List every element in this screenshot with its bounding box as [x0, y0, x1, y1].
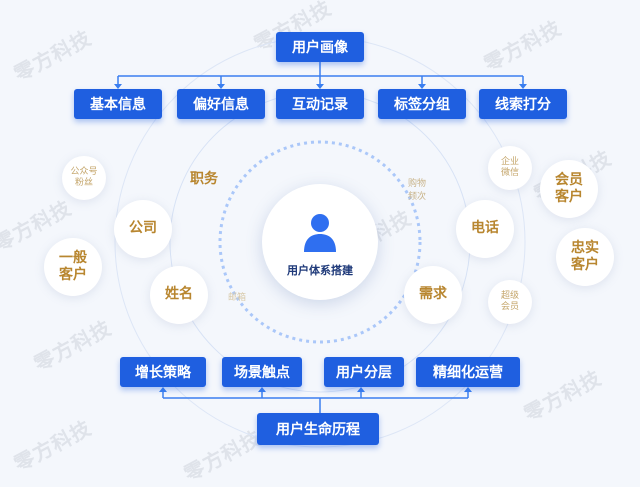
bubble-official-account-fans: 公众号 粉丝: [62, 156, 106, 200]
bubble-position: 职务: [190, 171, 218, 187]
tag-group-box: 标签分组: [378, 89, 466, 119]
user-profile-root-box: 用户画像: [276, 32, 364, 62]
preference-info-box: 偏好信息: [177, 89, 265, 119]
center-label: 用户体系搭建: [287, 264, 353, 277]
bubble-label: 忠实 客户: [571, 239, 599, 274]
bubble-regular-customer: 一般 客户: [44, 238, 102, 296]
bubble-label: 超级 会员: [500, 290, 519, 312]
bubble-phone: 电话: [456, 200, 514, 258]
bubble-label: 姓名: [165, 286, 193, 303]
bubble-email: 邮箱: [228, 293, 247, 303]
bubble-label: 一般 客户: [59, 249, 87, 284]
bubble-demand: 需求: [404, 266, 462, 324]
user-icon: [304, 214, 336, 252]
bubble-name: 姓名: [150, 266, 208, 324]
lead-score-box: 线索打分: [479, 89, 567, 119]
user-lifecycle-root-box: 用户生命历程: [257, 413, 379, 445]
bubble-label: 公司: [129, 220, 157, 237]
interaction-record-box: 互动记录: [276, 89, 364, 119]
bubble-purchase-frequency: 购物 频次: [408, 179, 427, 202]
bubble-label: 需求: [419, 286, 447, 303]
bubble-company: 公司: [114, 200, 172, 258]
scenario-touchpoint-box: 场景触点: [222, 357, 302, 387]
refined-operation-box: 精细化运营: [416, 357, 520, 387]
bubble-label: 企业 微信: [500, 156, 519, 178]
basic-info-box: 基本信息: [74, 89, 162, 119]
bubble-label: 会员 客户: [555, 171, 583, 206]
bubble-enterprise-wechat: 企业 微信: [488, 146, 532, 190]
bubble-label: 公众号 粉丝: [70, 166, 98, 188]
growth-strategy-box: 增长策略: [120, 357, 206, 387]
bubble-label: 电话: [471, 220, 499, 237]
bubble-loyal-customer: 忠实 客户: [556, 228, 614, 286]
bubble-member-customer: 会员 客户: [540, 160, 598, 218]
bubble-super-member: 超级 会员: [488, 280, 532, 324]
user-layering-box: 用户分层: [324, 357, 404, 387]
